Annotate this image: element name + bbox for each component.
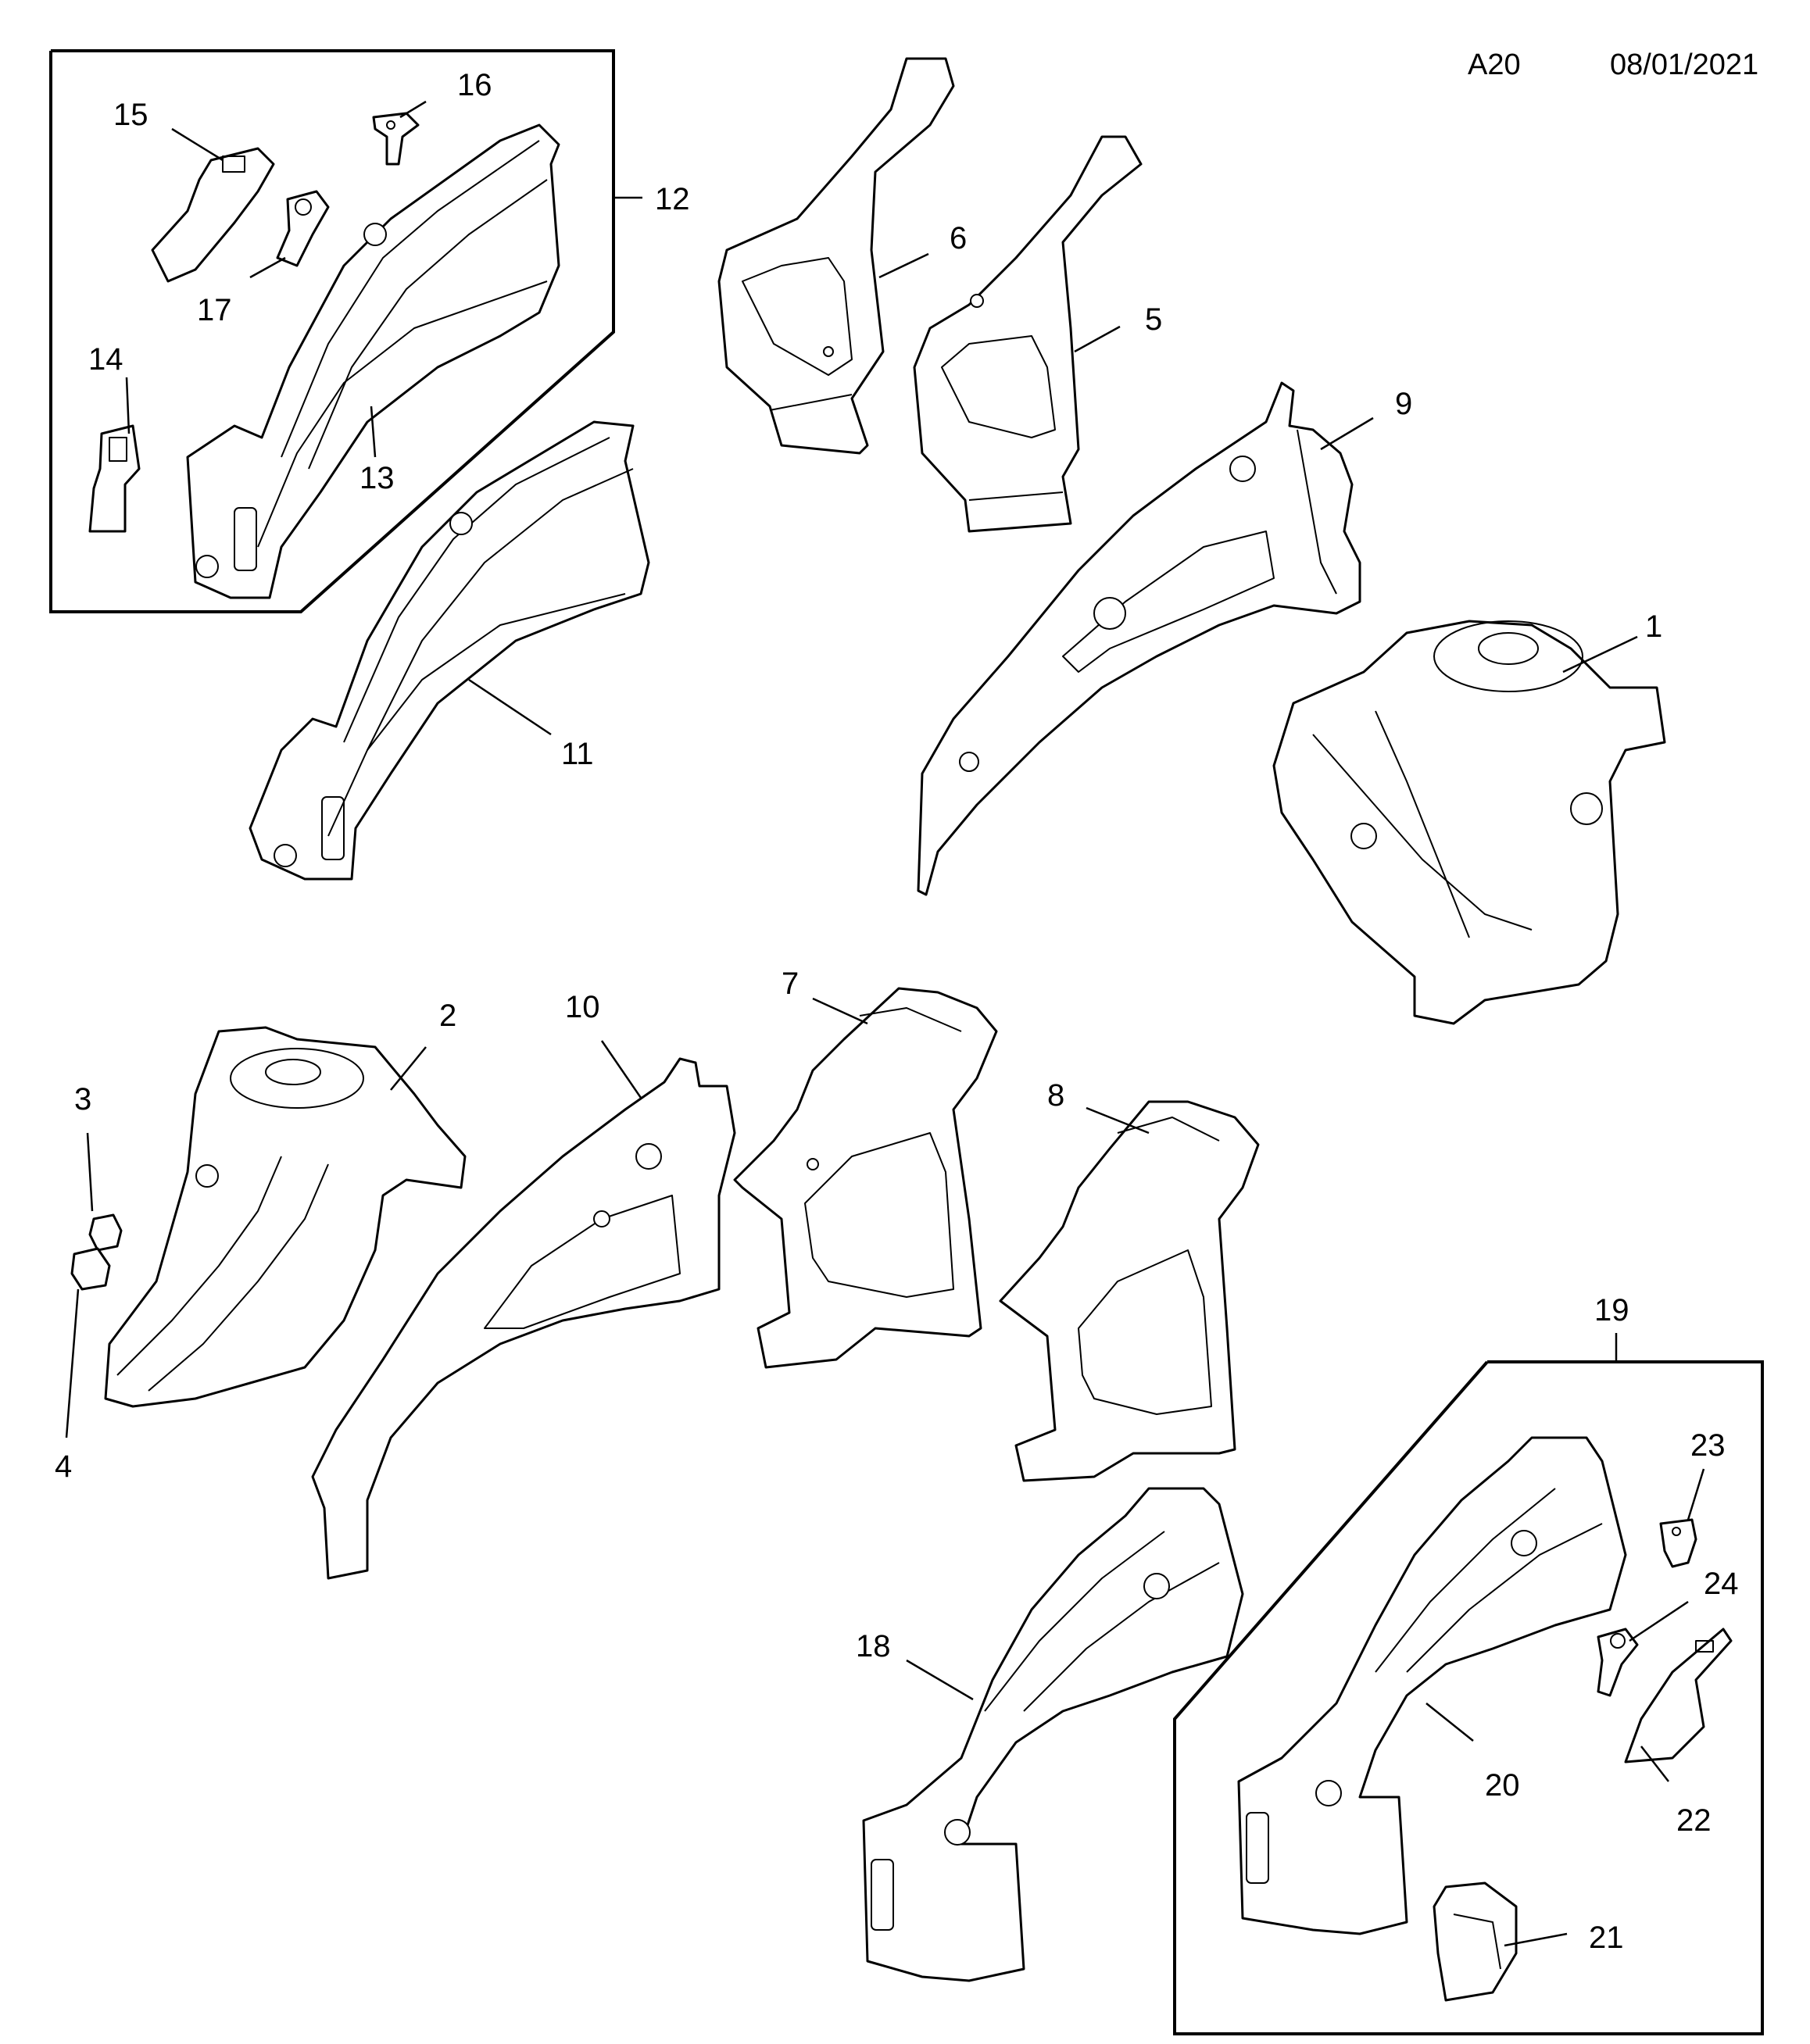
part-14-bracket	[88, 424, 141, 533]
callout-1: 1	[1645, 609, 1662, 644]
callout-12: 12	[655, 182, 690, 216]
callout-18: 18	[856, 1629, 891, 1663]
callout-13: 13	[359, 461, 395, 495]
callout-16: 16	[457, 68, 492, 102]
group-frame-19	[1173, 1360, 1764, 2035]
callout-14: 14	[88, 342, 123, 377]
part-18-rear-rail	[862, 1487, 1244, 1982]
part-9-wheelhouse-inner	[917, 381, 1361, 896]
leader-lines	[65, 100, 1705, 1947]
callout-10: 10	[565, 990, 600, 1024]
part-13-front-rail	[186, 123, 560, 599]
callout-19: 19	[1594, 1293, 1629, 1328]
callout-22: 22	[1676, 1803, 1712, 1838]
diagram-code: A20	[1468, 48, 1521, 81]
part-17-nut-plate	[276, 190, 330, 267]
part-4-grommet	[70, 1247, 111, 1291]
callout-11: 11	[561, 737, 594, 771]
callout-24: 24	[1704, 1567, 1739, 1601]
part-11-front-rail	[249, 420, 650, 881]
part-15-bracket	[151, 147, 275, 283]
callout-20: 20	[1485, 1768, 1520, 1803]
diagram-date: 08/01/2021	[1610, 48, 1759, 81]
callout-7: 7	[782, 967, 799, 1001]
part-6-pillar	[717, 57, 955, 455]
part-8-pillar	[999, 1100, 1260, 1482]
callout-15: 15	[113, 98, 148, 132]
part-7-pillar	[733, 987, 998, 1369]
part-24-nut-plate	[1597, 1628, 1639, 1697]
callout-6: 6	[950, 221, 967, 256]
callout-17: 17	[197, 293, 232, 327]
callout-23: 23	[1690, 1428, 1726, 1463]
part-5-pillar	[913, 135, 1143, 533]
part-23-clip	[1659, 1518, 1697, 1568]
callout-4: 4	[55, 1449, 72, 1484]
part-3-grommet	[88, 1213, 123, 1252]
part-10-wheelhouse-inner	[311, 1057, 736, 1580]
callout-9: 9	[1395, 387, 1412, 421]
group-frame-12	[49, 49, 615, 613]
part-20-rear-rail	[1237, 1436, 1627, 1935]
callout-8: 8	[1047, 1078, 1064, 1113]
callout-5: 5	[1145, 302, 1162, 337]
callout-2: 2	[439, 999, 456, 1033]
callout-3: 3	[74, 1082, 91, 1117]
part-22-bracket	[1624, 1628, 1733, 1763]
part-21-bracket	[1433, 1881, 1518, 2002]
callout-21: 21	[1589, 1921, 1624, 1955]
part-1-strut-tower	[1272, 620, 1666, 1025]
part-16-clip	[372, 112, 420, 166]
